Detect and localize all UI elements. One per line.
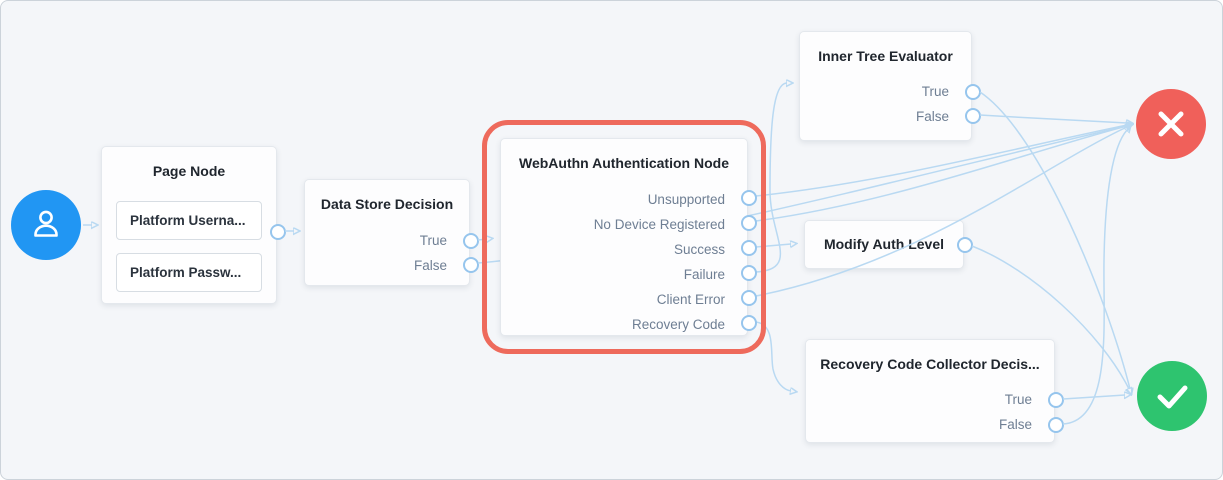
node-title: WebAuthn Authentication Node (519, 155, 729, 171)
failure-node[interactable] (1136, 89, 1206, 159)
outcome-no-device-label: No Device Registered (593, 217, 725, 232)
port-webauthn-recovery-code[interactable] (741, 315, 757, 331)
outcome-false-label: False (413, 258, 447, 273)
outcome-client-error-label: Client Error (656, 292, 725, 307)
port-modify-out[interactable] (957, 237, 973, 253)
port-datastore-true[interactable] (463, 233, 479, 249)
start-node[interactable] (11, 190, 81, 260)
port-page-node-out[interactable] (270, 224, 286, 240)
port-rccd-false[interactable] (1048, 417, 1064, 433)
port-webauthn-no-device[interactable] (741, 215, 757, 231)
node-recovery-code-collector-decision[interactable]: Recovery Code Collector Decis... True Fa… (805, 339, 1064, 443)
outcome-false-label: False (998, 417, 1032, 432)
outcome-true-label: True (921, 84, 949, 99)
node-title: Inner Tree Evaluator (818, 48, 953, 64)
port-webauthn-failure[interactable] (741, 265, 757, 281)
node-title: Data Store Decision (320, 196, 454, 212)
node-title: Recovery Code Collector Decis... (820, 356, 1040, 372)
page-item-platform-username[interactable]: Platform Userna... (116, 201, 262, 240)
node-data-store-decision[interactable]: Data Store Decision True False (304, 179, 479, 286)
node-modify-auth-level[interactable]: Modify Auth Level (804, 220, 973, 269)
port-innertree-false[interactable] (965, 108, 981, 124)
node-title: Modify Auth Level (823, 236, 945, 252)
node-page-node[interactable]: Page Node Platform Userna... Platform Pa… (101, 146, 286, 304)
outcome-success-label: Success (673, 242, 725, 257)
port-innertree-true[interactable] (965, 84, 981, 100)
success-node[interactable] (1137, 361, 1207, 431)
port-webauthn-unsupported[interactable] (741, 190, 757, 206)
port-datastore-false[interactable] (463, 257, 479, 273)
edge-collector-false-to-failure[interactable] (1062, 130, 1127, 425)
outcome-true-label: True (419, 233, 447, 248)
node-inner-tree-evaluator[interactable]: Inner Tree Evaluator True False (799, 31, 981, 141)
page-item-platform-password[interactable]: Platform Passw... (116, 253, 262, 292)
outcome-failure-label: Failure (683, 267, 725, 282)
port-webauthn-client-error[interactable] (741, 290, 757, 306)
port-webauthn-success[interactable] (741, 240, 757, 256)
x-icon (1158, 111, 1184, 137)
outcome-false-label: False (915, 109, 949, 124)
edge-inner-false-to-failure[interactable] (979, 114, 1127, 123)
edge-client-error-to-failure[interactable] (755, 127, 1127, 297)
check-icon (1157, 385, 1188, 409)
person-icon (34, 210, 58, 237)
node-title: Page Node (152, 163, 226, 179)
port-rccd-true[interactable] (1048, 392, 1064, 408)
outcome-unsupported-label: Unsupported (647, 192, 725, 207)
outcome-true-label: True (1004, 392, 1032, 407)
node-webauthn-authentication[interactable]: WebAuthn Authentication Node Unsupported… (500, 138, 757, 336)
outcome-recovery-code-label: Recovery Code (631, 317, 725, 332)
edge-collector-true-to-success[interactable] (1062, 395, 1125, 400)
